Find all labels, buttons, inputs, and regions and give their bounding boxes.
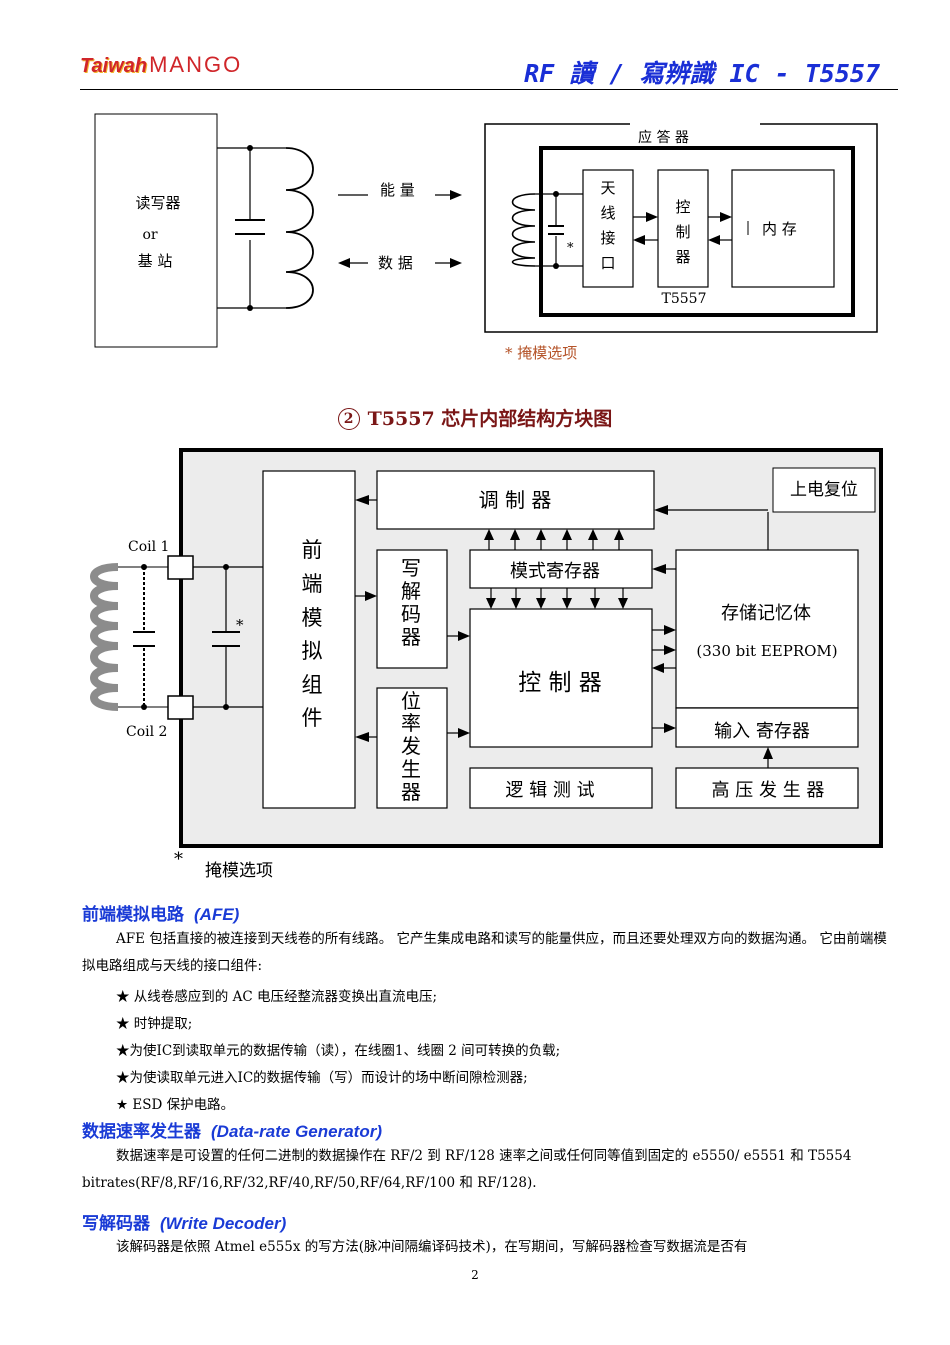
afe-char: 前 [302, 538, 323, 562]
memory-label: 存储记忆体 [721, 603, 811, 624]
write-decoder-box [376, 549, 448, 669]
base-station-label: 基 站 [138, 252, 173, 270]
afe-char: 组 [302, 673, 323, 697]
reader-label: 读写器 [135, 194, 180, 212]
afe-char: 模 [302, 606, 323, 630]
eeprom-box [675, 549, 859, 709]
section-paragraph: 该解码器是依照 Atmel e555x 的写方法(脉冲间隔编译码技术)，在写期间… [116, 1239, 748, 1255]
coil1-label: Coil 1 [128, 539, 169, 555]
figure-2-block-diagram: Coil 1 Coil 2 * 前 端 模 拟 组 件 调 制 器 上电复位 写… [90, 448, 883, 881]
bullet-item: ★为使IC到读取单元的数据传输（读），在线圈1、线圈 2 间可转换的负载; [116, 1043, 561, 1059]
reader-or: or [142, 227, 157, 243]
mask-star: * [174, 849, 183, 870]
controller-box [657, 169, 709, 288]
mode-register-box [469, 549, 653, 589]
power-on-reset-box [772, 467, 876, 513]
bitrate-char: 发 [401, 734, 421, 758]
mask-star: * [567, 241, 574, 256]
afe-box [262, 470, 356, 809]
header-rule [80, 89, 898, 90]
afe-char: 拟 [302, 639, 323, 663]
hv-generator-box [675, 767, 859, 809]
energy-label: 能 量 [380, 181, 415, 199]
memory-label: 内 存 [762, 220, 797, 238]
section-paragraph: 数据速率是可设置的任何二进制的数据操作在 RF/2 到 RF/128 速率之间或… [82, 1148, 852, 1191]
chip-label: T5557 [662, 291, 707, 307]
figure-1-block-diagram: 读写器 or 基 站 能 量 数 据 应 答 器 T5557 * 天 线 接 [94, 113, 878, 362]
antenna-interface-box [582, 169, 634, 288]
coil2-pad [167, 695, 194, 720]
coil2-label: Coil 2 [126, 724, 167, 740]
write-decoder-char: 器 [401, 625, 421, 649]
coil1-pad [167, 555, 194, 580]
controller-char: 器 [675, 248, 690, 266]
t5557-chip-box [539, 146, 855, 317]
por-label: 上电复位 [790, 480, 858, 500]
memory-box [731, 169, 835, 288]
bullet-item: ★ ESD 保护电路。 [116, 1097, 235, 1113]
mask-star: * [236, 616, 244, 634]
logic-test-label: 逻 辑 测 试 [505, 780, 594, 801]
section-heading-afe: 前端模拟电路(AFE) [82, 905, 240, 925]
write-decoder-char: 写 [401, 556, 421, 580]
logic-test-box [469, 767, 653, 809]
modulator-box [376, 470, 655, 530]
write-decoder-char: 码 [401, 602, 421, 626]
hv-generator-label: 高 压 发 生 器 [712, 780, 825, 801]
antenna-if-char: 线 [600, 204, 615, 222]
company-logo: TaiwahMANGO [80, 52, 243, 77]
mask-note: * 掩模选项 [505, 344, 577, 362]
page-number: 2 [471, 1268, 479, 1282]
antenna-if-char: 天 [600, 179, 615, 197]
section-heading-data-rate: 数据速率发生器(Data-rate Generator) [82, 1122, 382, 1142]
controller-label: 控 制 器 [518, 670, 602, 696]
section-paragraph: AFE 包括直接的被连接到天线卷的所有线路。 它产生集成电路和读写的能量供应，而… [82, 931, 887, 974]
antenna-if-char: 接 [600, 229, 615, 247]
antenna-if-char: 口 [600, 254, 615, 272]
input-register-label: 输入 寄存器 [714, 721, 810, 742]
mask-note: 掩模选项 [205, 861, 273, 881]
bullet-item: ★ 从线卷感应到的 AC 电压经整流器变换出直流电压; [116, 989, 438, 1005]
controller-box [469, 608, 653, 748]
mode-register-label: 模式寄存器 [510, 561, 600, 582]
data-label: 数 据 [378, 254, 413, 272]
afe-char: 端 [302, 572, 323, 596]
afe-char: 件 [302, 706, 323, 730]
transponder-label: 应 答 器 [638, 129, 689, 146]
bitrate-char: 率 [401, 711, 421, 735]
controller-char: 控 [675, 198, 690, 216]
input-register-box [675, 707, 859, 748]
reader-box [94, 113, 218, 348]
section-heading-write-decoder: 写解码器(Write Decoder) [82, 1214, 287, 1234]
bitrate-char: 生 [401, 757, 421, 781]
modulator-label: 调 制 器 [479, 488, 552, 512]
write-decoder-char: 解 [401, 579, 421, 603]
controller-char: 制 [675, 223, 690, 241]
document-title: RF 讀 / 寫辨識 IC - T5557 [524, 59, 880, 88]
bitrate-char: 器 [401, 780, 421, 804]
bullet-item: ★ 时钟提取; [116, 1016, 193, 1032]
bitrate-generator-box [376, 687, 448, 809]
bitrate-char: 位 [401, 689, 421, 713]
memory-sub-label: (330 bit EEPROM) [696, 642, 837, 660]
bullet-item: ★为使读取单元进入IC的数据传输（写）而设计的场中断间隙检测器; [116, 1070, 528, 1086]
